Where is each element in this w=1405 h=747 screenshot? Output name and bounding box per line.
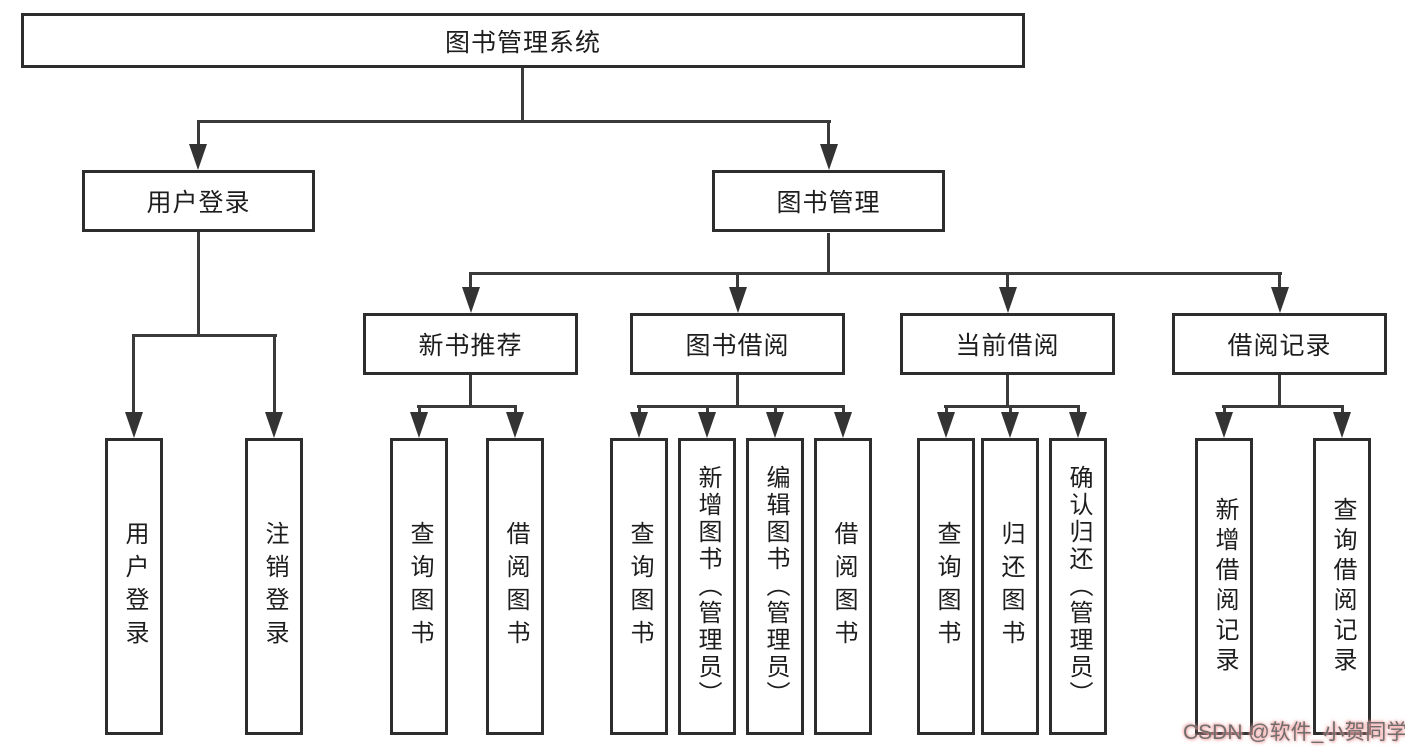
arrowhead-down-icon — [766, 412, 784, 438]
connector-line — [197, 120, 200, 148]
connector-line — [469, 375, 472, 407]
arrowhead-down-icon — [462, 287, 480, 313]
arrowhead-down-icon — [506, 412, 524, 438]
connector-line — [1223, 405, 1226, 414]
leaf-query-books-recommend: 查询图书 — [390, 438, 448, 735]
connector-line — [638, 405, 641, 414]
node-borrowing-records: 借阅记录 — [1172, 313, 1387, 375]
leaf-return-books: 归还图书 — [981, 438, 1039, 735]
connector-line — [1222, 405, 1344, 408]
leaf-borrow-books-label: 借阅图书 — [830, 520, 857, 653]
node-borrowing-records-label: 借阅记录 — [1227, 332, 1332, 360]
connector-line — [132, 334, 277, 337]
connector-line — [1077, 405, 1080, 414]
node-root: 图书管理系统 — [21, 13, 1025, 68]
node-new-book-recommendation-label: 新书推荐 — [418, 332, 523, 360]
leaf-borrow-books-recommend: 借阅图书 — [486, 438, 544, 735]
leaf-query-books-borrowing: 查询图书 — [610, 438, 668, 735]
connector-line — [132, 334, 135, 414]
node-user-login-label: 用户登录 — [146, 189, 251, 217]
connector-line — [418, 405, 421, 414]
leaf-borrow-books: 借阅图书 — [814, 438, 872, 735]
connector-line — [273, 334, 276, 414]
connector-line — [774, 405, 777, 414]
arrowhead-down-icon — [937, 412, 955, 438]
connector-line — [417, 405, 517, 408]
connector-line — [197, 120, 831, 123]
arrowhead-down-icon — [1001, 412, 1019, 438]
leaf-edit-books-admin: 编辑图书（管理员） — [746, 438, 804, 735]
arrowhead-down-icon — [125, 412, 143, 438]
leaf-add-borrow-record-label: 新增借阅记录 — [1211, 496, 1238, 677]
connector-line — [706, 405, 709, 414]
connector-line — [736, 272, 739, 289]
node-current-borrowing: 当前借阅 — [900, 313, 1115, 375]
leaf-query-books-current-label: 查询图书 — [933, 520, 960, 653]
leaf-add-borrow-record: 新增借阅记录 — [1195, 438, 1253, 735]
leaf-edit-books-admin-label: 编辑图书（管理员） — [762, 465, 789, 708]
leaf-user-login-label: 用户登录 — [121, 520, 148, 653]
leaf-query-books-current: 查询图书 — [917, 438, 975, 735]
leaf-logout: 注销登录 — [245, 438, 303, 735]
node-book-management: 图书管理 — [712, 170, 945, 232]
connector-line — [521, 68, 524, 122]
connector-line — [1006, 375, 1009, 407]
leaf-query-books-recommend-label: 查询图书 — [406, 520, 433, 653]
arrowhead-down-icon — [999, 287, 1017, 313]
connector-line — [1009, 405, 1012, 414]
connector-line — [469, 272, 472, 289]
connector-line — [514, 405, 517, 414]
node-book-management-label: 图书管理 — [776, 189, 881, 217]
connector-line — [736, 375, 739, 407]
arrowhead-down-icon — [698, 412, 716, 438]
arrowhead-down-icon — [1333, 412, 1351, 438]
arrowhead-down-icon — [834, 412, 852, 438]
leaf-query-borrow-record: 查询借阅记录 — [1313, 438, 1371, 735]
connector-line — [197, 232, 200, 336]
connector-line — [1278, 272, 1281, 289]
arrowhead-down-icon — [630, 412, 648, 438]
csdn-watermark: CSDN @软件_小贺同学 — [1183, 721, 1405, 744]
node-new-book-recommendation: 新书推荐 — [363, 313, 578, 375]
connector-line — [945, 405, 948, 414]
leaf-query-books-borrowing-label: 查询图书 — [626, 520, 653, 653]
arrowhead-down-icon — [1215, 412, 1233, 438]
connector-line — [827, 120, 830, 148]
leaf-query-borrow-record-label: 查询借阅记录 — [1329, 496, 1356, 677]
leaf-borrow-books-recommend-label: 借阅图书 — [502, 520, 529, 653]
connector-line — [637, 405, 845, 408]
connector-line — [1341, 405, 1344, 414]
node-user-login: 用户登录 — [82, 170, 315, 232]
arrowhead-down-icon — [1271, 287, 1289, 313]
leaf-return-books-label: 归还图书 — [997, 520, 1024, 653]
leaf-logout-label: 注销登录 — [261, 520, 288, 653]
connector-line — [842, 405, 845, 414]
arrowhead-down-icon — [729, 287, 747, 313]
connector-line — [827, 233, 830, 274]
leaf-user-login: 用户登录 — [105, 438, 163, 735]
arrowhead-down-icon — [189, 144, 207, 170]
node-book-borrowing-label: 图书借阅 — [685, 332, 790, 360]
node-book-borrowing: 图书借阅 — [630, 313, 845, 375]
arrowhead-down-icon — [265, 412, 283, 438]
arrowhead-down-icon — [410, 412, 428, 438]
leaf-add-books-admin: 新增图书（管理员） — [678, 438, 736, 735]
arrowhead-down-icon — [1069, 412, 1087, 438]
connector-line — [944, 405, 1080, 408]
connector-line — [1278, 375, 1281, 407]
leaf-confirm-return-admin: 确认归还（管理员） — [1049, 438, 1107, 735]
node-root-label: 图书管理系统 — [444, 28, 601, 57]
leaf-add-books-admin-label: 新增图书（管理员） — [694, 465, 721, 708]
leaf-confirm-return-admin-label: 确认归还（管理员） — [1065, 465, 1092, 708]
node-current-borrowing-label: 当前借阅 — [955, 332, 1060, 360]
connector-line — [469, 272, 1282, 275]
arrowhead-down-icon — [820, 144, 838, 170]
connector-line — [1006, 272, 1009, 289]
